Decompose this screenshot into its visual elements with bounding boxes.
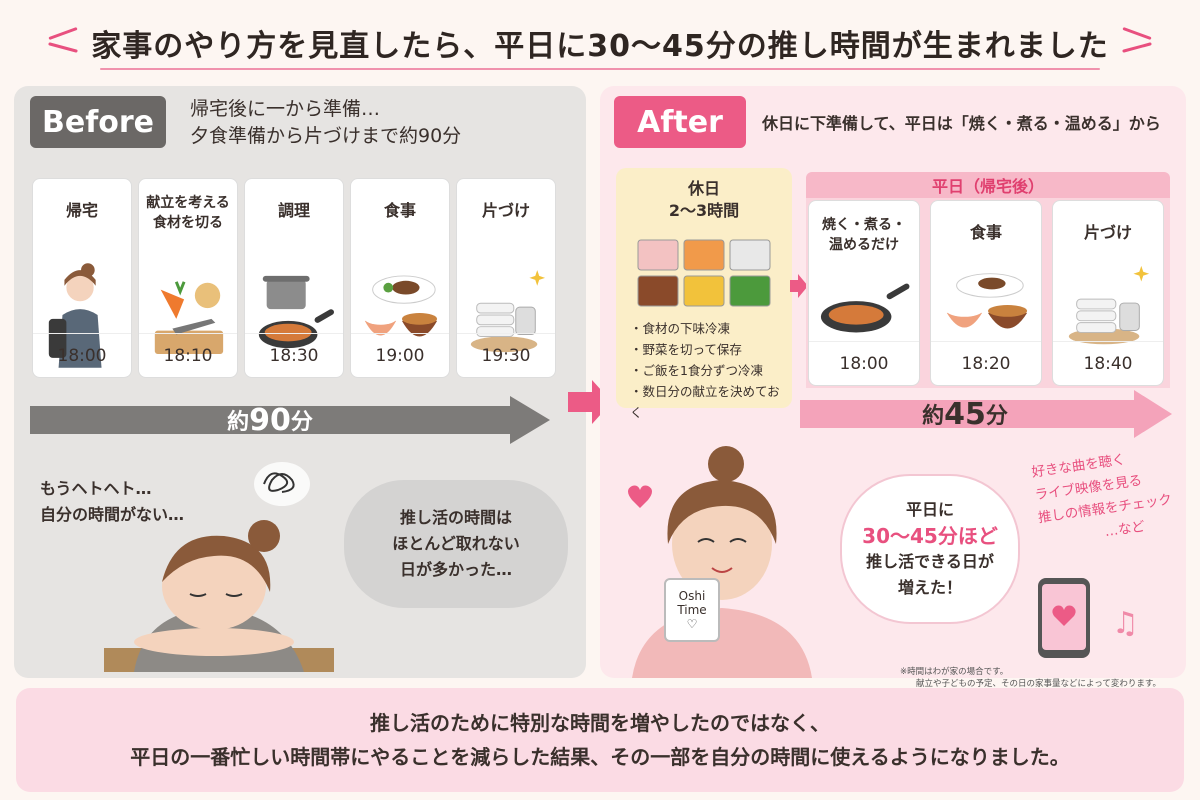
before-total-prefix: 約	[227, 410, 250, 435]
tired-speech-line1: もうヘトヘト…	[40, 479, 152, 498]
before-total-value: 90	[249, 402, 291, 438]
tired-speech-line2: 自分の時間がない…	[40, 505, 185, 524]
step-time: 19:30	[457, 333, 555, 377]
after-description: 休日に下準備して、平日は「焼く・煮る・温める」から	[762, 114, 1161, 133]
before-step-cook: 調理 18:30	[244, 178, 344, 378]
step-time: 18:20	[931, 341, 1041, 385]
title-underline	[100, 68, 1100, 70]
before-step-cleanup: 片づけ 19:30	[456, 178, 556, 378]
title-deco-right-2	[1122, 42, 1152, 53]
prep-title: 休日 2〜3時間	[616, 178, 792, 222]
before-description: 帰宅後に一から準備… 夕食準備から片づけまで約90分	[190, 96, 461, 150]
after-total-unit: 分	[985, 404, 1008, 429]
before-badge: Before	[30, 96, 166, 148]
after-thought-bubble: 平日に 30〜45分ほど 推し活できる日が 増えた！	[840, 474, 1020, 624]
prep-list: 食材の下味冷凍 野菜を切って保存 ご飯を1食分ずつ冷凍 数日分の献立を決めておく	[630, 318, 792, 423]
tired-speech: もうヘトヘト… 自分の時間がない…	[40, 476, 184, 528]
before-desc-line2: 夕食準備から片づけまで約90分	[190, 125, 462, 147]
sleeping-woman-icon	[104, 520, 334, 672]
meal-icon	[359, 249, 441, 379]
prep-title-line1: 休日	[687, 179, 720, 198]
after-total-arrow	[800, 390, 1172, 438]
before-step-arrive: 帰宅 18:00	[32, 178, 132, 378]
mug-text-line2: Time	[677, 603, 707, 617]
before-total-unit: 分	[290, 410, 313, 435]
weekday-header: 平日（帰宅後）	[806, 172, 1170, 198]
title-deco-right	[1122, 26, 1152, 41]
mug-heart-icon: ♡	[686, 617, 698, 631]
conclusion-line1: 推し活のために特別な時間を増やしたのではなく、	[370, 711, 830, 735]
after-step-cook: 焼く・煮る・ 温めるだけ 18:00	[808, 200, 920, 386]
prep-item: 野菜を切って保存	[630, 339, 792, 360]
step-label: 片づけ	[1083, 223, 1132, 242]
footnote-line2: 献立や子どもの予定、その日の家事量などによって変わります。	[916, 679, 1161, 689]
thought-line2: ほとんど取れない	[392, 534, 520, 553]
prep-item: 食材の下味冷凍	[630, 318, 792, 339]
scribble-icon	[254, 462, 310, 506]
step-label: 食事	[969, 223, 1002, 242]
vegetables-cutting-icon	[147, 249, 229, 379]
clean-dishes-icon	[1061, 261, 1155, 351]
after-badge: After	[614, 96, 746, 148]
oshi-time-mug: Oshi Time ♡	[664, 578, 720, 642]
prep-to-weekday-arrow-icon	[790, 274, 808, 298]
before-total-arrow	[30, 396, 550, 444]
step-label: 焼く・煮る・ 温めるだけ	[822, 217, 906, 253]
thought-line1: 推し活の時間は	[399, 508, 512, 527]
cloud-line3: 推し活できる日が	[866, 552, 994, 571]
footnote: ※時間はわが家の場合です。 献立や子どもの予定、その日の家事量などによって変わり…	[900, 666, 1161, 690]
after-total-value: 45	[944, 396, 986, 432]
step-time: 18:00	[33, 333, 131, 377]
music-note-icon: ♫	[1112, 606, 1139, 641]
title-banner: 家事のやり方を見直したら、平日に30〜45分の推し時間が生まれました	[40, 10, 1160, 76]
prep-item: ご飯を1食分ずつ冷凍	[630, 360, 792, 381]
after-step-eat: 食事 18:20	[930, 200, 1042, 386]
prep-title-line2: 2〜3時間	[668, 201, 740, 220]
frozen-food-containers-icon	[637, 239, 771, 307]
happy-woman-icon	[628, 446, 812, 678]
before-step-eat: 食事 19:00	[350, 178, 450, 378]
meal-icon	[939, 261, 1033, 351]
clean-dishes-icon	[465, 249, 547, 379]
before-desc-line1: 帰宅後に一から準備…	[190, 98, 381, 120]
before-step-prep: 献立を考える 食材を切る 18:10	[138, 178, 238, 378]
after-total-prefix: 約	[922, 404, 945, 429]
title-deco-left	[48, 26, 78, 41]
step-time: 18:10	[139, 333, 237, 377]
prep-item: 数日分の献立を決めておく	[630, 381, 792, 423]
step-label: 帰宅	[65, 201, 98, 220]
step-label: 食事	[383, 201, 416, 220]
step-label: 調理	[277, 201, 310, 220]
mug-text-line1: Oshi	[678, 589, 706, 603]
before-thought-bubble: 推し活の時間は ほとんど取れない 日が多かった…	[344, 480, 568, 608]
cloud-line4: 増えた！	[897, 578, 962, 597]
footnote-line1: ※時間はわが家の場合です。	[900, 667, 1009, 677]
cloud-line2: 30〜45分ほど	[862, 524, 998, 548]
frying-pan-icon	[817, 261, 911, 351]
step-time: 19:00	[351, 333, 449, 377]
weekend-prep-box: 休日 2〜3時間 食材の下味冷凍 野菜を切って保存 ご飯を1食分ずつ冷凍 数日分…	[616, 168, 792, 420]
conclusion-banner: 推し活のために特別な時間を増やしたのではなく、 平日の一番忙しい時間帯にやること…	[16, 688, 1184, 792]
thought-line3: 日が多かった…	[399, 560, 512, 579]
step-label: 献立を考える 食材を切る	[146, 195, 230, 231]
oshi-activities-list: 好きな曲を聴く ライブ映像を見る 推しの情報をチェック …など	[1030, 443, 1176, 553]
cloud-line1: 平日に	[905, 500, 954, 519]
step-time: 18:40	[1053, 341, 1163, 385]
step-time: 18:00	[809, 341, 919, 385]
title-deco-left-2	[48, 42, 78, 53]
conclusion-line2: 平日の一番忙しい時間帯にやることを減らした結果、その一部を自分の時間に使えるよう…	[130, 745, 1070, 769]
page-title: 家事のやり方を見直したら、平日に30〜45分の推し時間が生まれました	[91, 29, 1109, 64]
smartphone-icon	[1038, 578, 1090, 658]
step-time: 18:30	[245, 333, 343, 377]
tired-woman-icon	[41, 249, 123, 379]
step-label: 片づけ	[481, 201, 530, 220]
after-step-cleanup: 片づけ 18:40	[1052, 200, 1164, 386]
cooking-pot-pan-icon	[253, 249, 335, 379]
